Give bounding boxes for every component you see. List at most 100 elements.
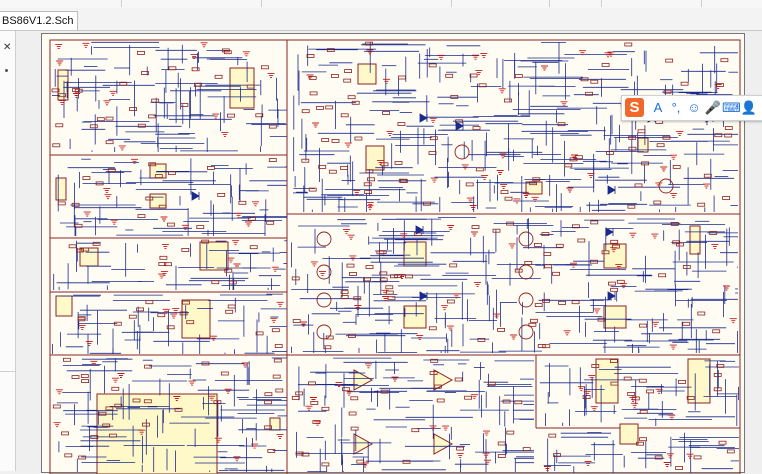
passive-component <box>385 290 394 295</box>
passive-component <box>137 214 146 219</box>
diode-symbol <box>419 113 428 123</box>
passive-component <box>211 280 220 285</box>
passive-component <box>168 171 176 175</box>
passive-component <box>385 285 394 290</box>
keyboard-icon[interactable]: ⌨ <box>722 100 741 115</box>
ground-symbol <box>686 453 694 459</box>
ground-symbol <box>669 344 677 350</box>
passive-component <box>356 459 365 464</box>
ground-symbol <box>563 330 571 336</box>
passive-component <box>191 67 200 72</box>
passive-component <box>148 162 157 167</box>
ground-symbol <box>481 175 489 181</box>
ground-symbol <box>138 429 146 435</box>
chinese-english-toggle-icon[interactable]: A <box>653 100 663 115</box>
passive-component <box>90 435 99 440</box>
ground-symbol <box>631 402 639 408</box>
microphone-icon[interactable]: 🎤 <box>704 100 722 115</box>
passive-component <box>318 164 327 169</box>
passive-component <box>610 287 618 292</box>
passive-component <box>624 42 633 47</box>
document-tab[interactable]: BS86V1.2.Sch <box>0 11 78 30</box>
document-tab-bar: BS86V1.2.Sch <box>0 8 762 31</box>
ground-symbol <box>382 296 390 301</box>
passive-component <box>436 398 445 403</box>
passive-component <box>571 300 580 305</box>
component-symbol <box>57 69 69 101</box>
ground-symbol <box>365 363 372 369</box>
ground-symbol <box>588 374 596 380</box>
passive-component <box>382 111 391 115</box>
ground-symbol <box>110 219 118 225</box>
ground-symbol <box>400 233 408 239</box>
passive-component <box>247 216 256 221</box>
component-symbol <box>603 305 627 329</box>
passive-component <box>141 71 149 75</box>
ground-symbol <box>224 388 232 394</box>
passive-component <box>390 274 398 279</box>
component-symbol <box>149 193 167 209</box>
passive-component <box>151 98 160 103</box>
ground-symbol <box>610 247 618 253</box>
passive-component <box>665 58 674 63</box>
passive-component <box>268 124 277 129</box>
passive-component <box>249 245 258 250</box>
ground-symbol <box>353 189 361 195</box>
close-panel-icon[interactable]: ✕ <box>3 42 12 53</box>
transistor-symbol <box>518 292 534 308</box>
ground-symbol <box>416 335 424 341</box>
ground-symbol <box>579 50 586 56</box>
transistor-symbol <box>518 264 534 280</box>
component-symbol <box>595 358 619 404</box>
passive-component <box>354 136 363 141</box>
passive-component <box>469 73 478 78</box>
passive-component <box>398 178 407 183</box>
passive-component <box>430 358 439 363</box>
passive-component <box>529 181 538 186</box>
ime-logo-icon[interactable]: S <box>625 98 644 117</box>
passive-component <box>179 311 188 316</box>
passive-component <box>348 411 357 416</box>
panel-bullet-icon <box>5 69 8 72</box>
toolbar-separator <box>548 0 550 7</box>
passive-component <box>71 202 80 207</box>
passive-component <box>292 319 301 323</box>
passive-component <box>542 298 551 303</box>
passive-component <box>80 374 89 378</box>
ground-symbol <box>469 205 477 210</box>
ground-symbol <box>200 42 208 48</box>
passive-component <box>180 103 189 107</box>
diode-symbol <box>605 227 614 237</box>
passive-component <box>227 304 236 309</box>
passive-component <box>376 250 385 255</box>
passive-component <box>62 357 71 362</box>
passive-component <box>340 113 349 118</box>
diode-symbol <box>419 291 428 301</box>
passive-component <box>422 201 431 206</box>
component-symbol <box>365 145 385 171</box>
passive-component <box>268 158 277 162</box>
panel-divider <box>0 371 15 372</box>
ground-symbol <box>366 49 374 55</box>
passive-component <box>646 389 654 394</box>
user-settings-icon[interactable]: 👤 <box>740 100 758 115</box>
passive-component <box>713 372 722 377</box>
ground-symbol <box>663 462 671 467</box>
passive-component <box>590 259 598 264</box>
passive-component <box>246 84 255 89</box>
passive-component <box>272 374 281 379</box>
component-symbol <box>689 225 701 255</box>
passive-component <box>346 263 355 268</box>
passive-component <box>590 79 599 84</box>
passive-component <box>464 395 473 400</box>
ground-symbol <box>729 318 737 324</box>
punctuation-icon[interactable]: °, <box>671 100 681 115</box>
passive-component <box>653 200 662 205</box>
emoji-icon[interactable]: ☺ <box>687 100 701 115</box>
ground-symbol <box>310 397 317 402</box>
passive-component <box>713 387 722 392</box>
schematic-drawing <box>49 39 741 474</box>
passive-component <box>590 220 599 225</box>
ground-symbol <box>466 197 474 203</box>
ground-symbol <box>655 388 663 394</box>
